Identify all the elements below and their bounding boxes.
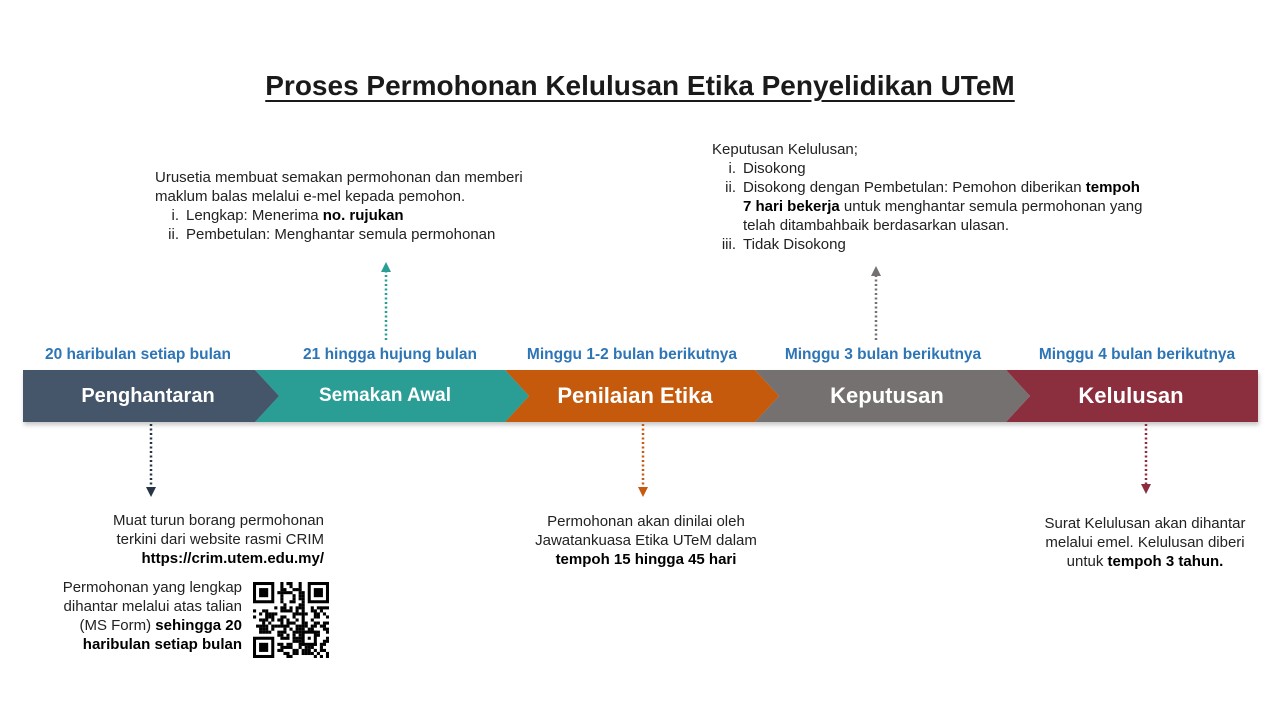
penghantaran-note: Muat turun borang permohonan terkini dar… [113,512,324,567]
dotted-arrow-penghantaran [146,424,156,497]
stage-label-keputusan: Minggu 3 bulan berikutnya [784,346,982,363]
kelulusan-note: Surat Kelulusan akan dihantar melalui em… [1044,515,1246,570]
stage-name-semakan: Semakan Awal [318,385,452,406]
qr-code-icon [253,582,329,658]
stage-chevron-kelulusan [1006,370,1258,422]
stage-name-kelulusan: Kelulusan [1078,383,1184,408]
dotted-arrow-semakan [381,262,391,340]
stage-label-kelulusan: Minggu 4 bulan berikutnya [1038,346,1236,363]
online-submission-note: Permohonan yang lengkap dihantar melalui… [62,579,242,653]
penilaian-note: Permohonan akan dinilai oleh Jawatankuas… [535,513,757,568]
dotted-arrow-penilaian [638,424,648,497]
list-item: i. Disokong [728,160,806,177]
list-item: iii. Tidak Disokong [721,236,846,253]
page-title: Proses Permohonan Kelulusan Etika Penyel… [265,70,1015,101]
keputusan-note: Keputusan Kelulusan; i. Disokong ii. Dis… [712,140,1232,254]
semakan-note: Urusetia membuat semakan permohonan dan … [155,168,605,244]
semakan-intro-1: Urusetia membuat semakan permohonan dan … [155,169,523,186]
semakan-list: i. Lengkap: Menerima no. rujukan ii. Pem… [155,206,605,244]
stage-label-penghantaran: 20 haribulan setiap bulan [44,346,232,363]
keputusan-intro: Keputusan Kelulusan; [712,141,858,158]
dotted-arrow-kelulusan [1141,424,1151,494]
semakan-intro-2: maklum balas melalui e-mel kepada pemoho… [155,188,466,205]
dotted-arrow-keputusan [871,266,881,340]
stage-name-penghantaran: Penghantaran [81,385,215,407]
keputusan-list: i. Disokong ii. Disokong dengan Pembetul… [712,159,1232,254]
stage-label-semakan: 21 hingga hujung bulan [303,346,477,363]
stage-label-penilaian: Minggu 1-2 bulan berikutnya [526,346,738,363]
stage-name-keputusan: Keputusan [830,383,944,408]
stage-chevron-semakan [255,370,529,422]
list-item: i. Lengkap: Menerima no. rujukan [171,207,404,224]
stage-chevron-penghantaran [23,370,279,422]
list-item: ii. Pembetulan: Menghantar semula permoh… [168,226,496,243]
stage-chevron-penilaian [505,370,779,422]
stage-chevron-keputusan [755,370,1030,422]
stage-name-penilaian: Penilaian Etika [557,383,713,408]
crim-url: https://crim.utem.edu.my/ [141,550,324,567]
list-item: ii. Disokong dengan Pembetulan: Pemohon … [725,179,1143,234]
